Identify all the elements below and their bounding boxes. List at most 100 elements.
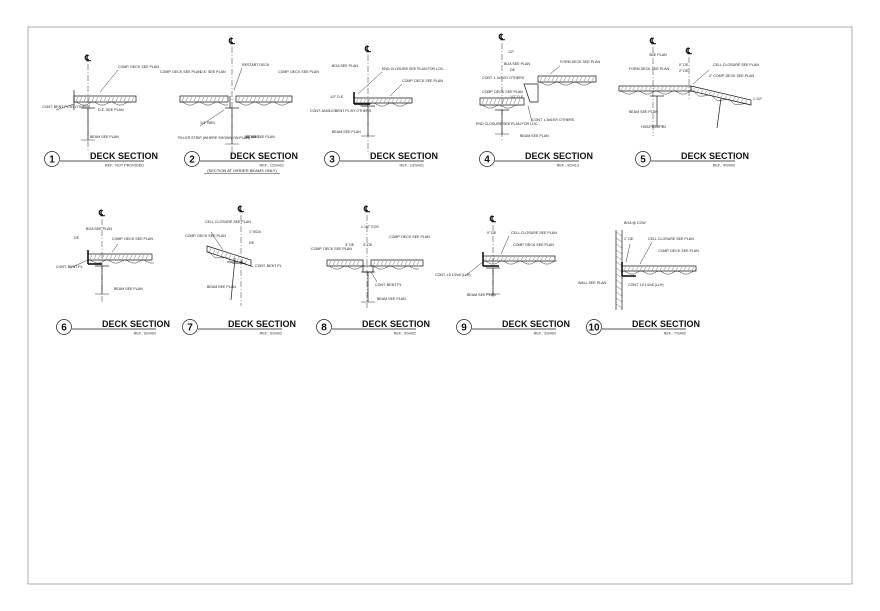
slab-hatch bbox=[404, 260, 408, 266]
slab-hatch bbox=[501, 98, 505, 105]
slab-hatch bbox=[643, 266, 647, 271]
detail-number-bubble bbox=[586, 319, 602, 335]
slab-hatch bbox=[684, 86, 688, 91]
slab-hatch bbox=[367, 98, 371, 103]
slab-hatch bbox=[125, 254, 129, 260]
detail-reference: REF.: 13/S421 bbox=[400, 164, 424, 168]
deck-flute bbox=[622, 270, 696, 275]
slab-hatch bbox=[93, 254, 97, 260]
slab-hatch bbox=[587, 76, 591, 82]
slab-hatch bbox=[145, 254, 149, 260]
leader-line bbox=[464, 261, 484, 277]
slab bbox=[235, 95, 293, 103]
slab-hatch bbox=[493, 98, 497, 105]
detail-reference: REF.: 7/S402 bbox=[664, 332, 686, 336]
centerline-icon: ℄ bbox=[228, 36, 235, 46]
detail-number-bubble bbox=[56, 319, 72, 335]
slab bbox=[206, 245, 252, 267]
slab-hatch bbox=[516, 256, 520, 261]
deck-flute bbox=[88, 259, 154, 264]
callout-note: HSS2 1/2x2 1/2 bbox=[641, 125, 666, 129]
slab-hatch bbox=[639, 266, 643, 271]
leader-line bbox=[500, 235, 510, 255]
slab-hatch bbox=[384, 260, 388, 266]
detail-reference: REF.: 4/S400 bbox=[713, 164, 735, 168]
slab-hatch bbox=[400, 260, 404, 266]
wall-hatch bbox=[615, 249, 623, 255]
slab bbox=[690, 85, 752, 106]
slab-hatch bbox=[205, 96, 209, 102]
callout-note: 1/2" BRG. bbox=[244, 135, 260, 139]
slab-hatch bbox=[141, 254, 145, 260]
centerline-icon: ℄ bbox=[489, 214, 496, 224]
slab bbox=[479, 97, 525, 106]
slab-hatch bbox=[123, 96, 127, 102]
slab-hatch bbox=[395, 98, 399, 103]
slab-hatch bbox=[352, 260, 356, 266]
slab-hatch bbox=[356, 260, 360, 266]
wall-hatch bbox=[615, 237, 623, 243]
slab-hatch bbox=[712, 92, 716, 96]
callout-note: BEAM SEE PLAN bbox=[520, 134, 549, 138]
slab-hatch bbox=[644, 86, 648, 91]
callout-note: END CLOSURE SEE PLAN FOR LOC. bbox=[476, 122, 539, 126]
detail-reference: REF.: 5/S402 bbox=[260, 332, 282, 336]
slab-hatch bbox=[500, 256, 504, 261]
slab-hatch bbox=[348, 260, 352, 266]
slab-hatch bbox=[221, 96, 225, 102]
slab-hatch bbox=[277, 96, 281, 102]
wall-hatch bbox=[615, 303, 623, 309]
slab-hatch bbox=[336, 260, 340, 266]
slab-hatch bbox=[212, 249, 216, 254]
callout-note: CONT. BENT PL BY OTHERS bbox=[42, 105, 91, 109]
slab-hatch bbox=[403, 98, 407, 103]
callout-note: 1" DE bbox=[624, 237, 634, 241]
slab-hatch bbox=[563, 76, 567, 82]
slab-hatch bbox=[103, 96, 107, 102]
slab-hatch bbox=[217, 96, 221, 102]
callout-note: COMP. DECK SEE PLAN bbox=[513, 243, 554, 247]
detail-number: 1 bbox=[49, 155, 55, 166]
callout-note: BEAM SEE PLAN bbox=[246, 135, 275, 139]
slab-hatch bbox=[244, 259, 248, 264]
detail-title: DECK SECTION bbox=[632, 319, 700, 329]
slab-hatch bbox=[620, 86, 624, 91]
detail-title: DECK SECTION bbox=[525, 151, 593, 161]
callout-note: CELL CLOSURE SEE PLAN bbox=[511, 231, 557, 235]
slab-hatch bbox=[391, 98, 395, 103]
callout-note: CONT. BENT PL bbox=[56, 265, 83, 269]
deck-flute bbox=[207, 251, 245, 264]
slab-hatch bbox=[683, 266, 687, 271]
slab-hatch bbox=[675, 266, 679, 271]
callout-note: 2" COMP. DECK SEE PLAN bbox=[709, 74, 755, 78]
slab-hatch bbox=[127, 96, 131, 102]
detail-number-bubble bbox=[456, 319, 472, 335]
centerline-icon: ℄ bbox=[237, 204, 244, 214]
slab-hatch bbox=[332, 260, 336, 266]
slab-hatch bbox=[559, 76, 563, 82]
slab-hatch bbox=[95, 96, 99, 102]
slab-hatch bbox=[344, 260, 348, 266]
detail-title: DECK SECTION bbox=[102, 319, 170, 329]
deck-flute bbox=[691, 90, 747, 105]
callout-note: COMP. DECK SEE PLAN bbox=[112, 237, 153, 241]
slab-hatch bbox=[387, 98, 391, 103]
callout-note: 1/2" D.E. bbox=[510, 95, 524, 99]
slab-hatch bbox=[631, 266, 635, 271]
slab-hatch bbox=[652, 86, 656, 91]
callout-note: BOA SEE PLAN bbox=[504, 62, 530, 66]
slab-hatch bbox=[257, 96, 261, 102]
callout-note: D.E. SEE PLAN bbox=[98, 108, 124, 112]
slab-hatch bbox=[209, 96, 213, 102]
slab-hatch bbox=[740, 99, 744, 103]
slab-hatch bbox=[380, 260, 384, 266]
slab-hatch bbox=[489, 98, 493, 105]
